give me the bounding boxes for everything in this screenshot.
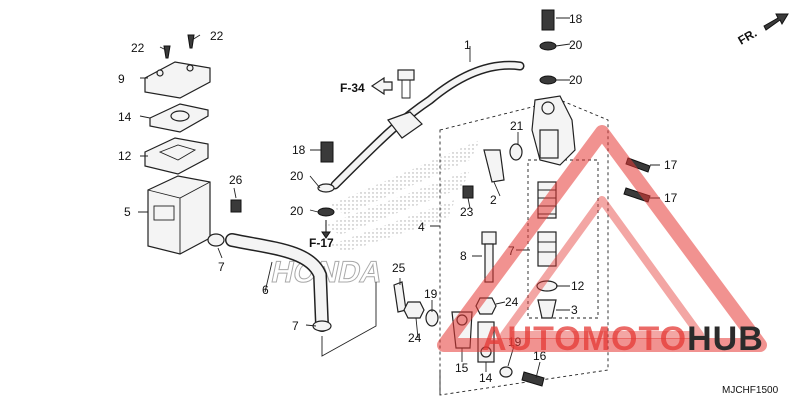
callout-labels: 9 14 12 5 22 22 26 7 6 7 18 20 20 1 18 2… bbox=[118, 12, 678, 385]
callout-26: 26 bbox=[229, 173, 243, 187]
callout-4: 4 bbox=[418, 220, 425, 234]
watermark-hub: HUB bbox=[687, 320, 764, 358]
piston-assembly bbox=[537, 231, 557, 267]
callout-22-right: 22 bbox=[210, 29, 224, 43]
callout-19-left: 19 bbox=[424, 287, 438, 301]
washer-19-left bbox=[425, 309, 439, 327]
callout-10: 9 bbox=[118, 72, 125, 86]
callout-7-upper: 7 bbox=[218, 260, 225, 274]
callout-20-a: 20 bbox=[290, 169, 304, 183]
diaphragm bbox=[144, 137, 209, 175]
front-direction-indicator: FR. bbox=[736, 13, 789, 48]
washer-20-left-lower bbox=[317, 207, 335, 217]
callout-24-left: 24 bbox=[408, 331, 422, 345]
callout-24-right: 24 bbox=[505, 295, 519, 309]
o-ring-21 bbox=[509, 143, 523, 161]
washer-20-left-upper bbox=[317, 183, 335, 193]
fr-label: FR. bbox=[736, 26, 760, 48]
callout-5: 5 bbox=[124, 205, 131, 219]
callout-7-lower: 7 bbox=[292, 319, 299, 333]
hose-clamp bbox=[387, 111, 423, 139]
f17-reference: F-17 bbox=[309, 220, 334, 250]
boot-3 bbox=[537, 299, 557, 319]
callout-13: 12 bbox=[571, 279, 585, 293]
callout-16: 16 bbox=[533, 349, 547, 363]
reservoir-cap bbox=[144, 61, 211, 99]
plate bbox=[149, 103, 209, 133]
callout-1: 1 bbox=[464, 38, 471, 52]
callout-20-b: 20 bbox=[290, 204, 304, 218]
callout-23: 23 bbox=[460, 205, 474, 219]
washer-20-right-upper bbox=[539, 41, 557, 51]
callout-15: 15 bbox=[455, 361, 469, 375]
callout-22-left: 22 bbox=[131, 41, 145, 55]
master-cylinder-body bbox=[531, 95, 576, 166]
clip-7-upper bbox=[207, 233, 225, 247]
callout-20-d: 20 bbox=[569, 73, 583, 87]
bolt-16 bbox=[521, 371, 545, 387]
washer-19-right bbox=[499, 366, 513, 378]
nut-24-left bbox=[403, 301, 425, 319]
front-arrow-icon bbox=[763, 13, 789, 31]
callout-11: 12 bbox=[118, 149, 132, 163]
reservoir-hose bbox=[226, 234, 328, 331]
f34-reference: F-34 bbox=[340, 76, 393, 96]
callout-20-c: 20 bbox=[569, 38, 583, 52]
callout-17-lower: 17 bbox=[664, 191, 678, 205]
callout-2: 2 bbox=[490, 193, 497, 207]
screws-22 bbox=[163, 34, 195, 59]
callout-18-right: 18 bbox=[569, 12, 583, 26]
bolt-23 bbox=[462, 185, 474, 199]
reference-bolt-f34 bbox=[397, 69, 415, 99]
callout-21: 21 bbox=[510, 119, 524, 133]
automotohub-watermark: AUTOMOTOHUB bbox=[437, 125, 767, 358]
bracket-2 bbox=[483, 149, 505, 183]
callout-25: 25 bbox=[392, 261, 406, 275]
callout-14: 14 bbox=[479, 371, 493, 385]
reservoir-tank bbox=[147, 175, 211, 255]
washer-20-right-lower bbox=[539, 75, 557, 85]
callout-9: 8 bbox=[460, 249, 467, 263]
pin-25 bbox=[393, 281, 407, 313]
leader-lines bbox=[138, 17, 660, 395]
callout-18-left: 18 bbox=[292, 143, 306, 157]
bolt-26 bbox=[230, 199, 242, 213]
diagram-code: MJCHF1500 bbox=[722, 385, 779, 396]
piston-kit-box bbox=[527, 159, 599, 319]
honda-wing-background: HONDA bbox=[268, 140, 480, 289]
oil-bolt-18-left bbox=[320, 141, 334, 163]
callout-17-upper: 17 bbox=[664, 158, 678, 172]
callout-6: 6 bbox=[262, 283, 269, 297]
oil-bolt-18-right bbox=[541, 9, 555, 31]
svg-text:AUTOMOTOHUB: AUTOMOTOHUB bbox=[482, 320, 764, 358]
watermark-moto: MOTO bbox=[582, 320, 687, 358]
brake-hose bbox=[332, 62, 523, 188]
f34-ref-label: F-34 bbox=[340, 81, 365, 95]
watermark-auto: AUTO bbox=[482, 320, 582, 358]
callout-3: 3 bbox=[571, 303, 578, 317]
f17-ref-label: F-17 bbox=[309, 236, 334, 250]
callout-12: 14 bbox=[118, 110, 132, 124]
